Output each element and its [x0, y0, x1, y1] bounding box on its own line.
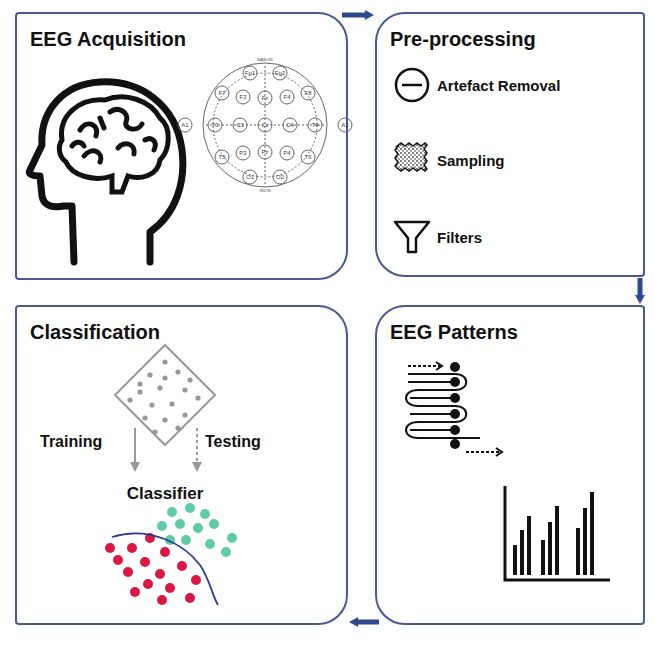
step-label: Artefact Removal [437, 78, 560, 93]
sequence-dots [450, 362, 460, 449]
landmark-label: NASION [257, 58, 272, 62]
sequence-icon [406, 362, 502, 456]
electrode-label: A1 [181, 122, 188, 128]
stage-panel: Pre-processing [375, 12, 645, 277]
split-label: Training [40, 434, 102, 450]
electrode-label: T4 [311, 122, 318, 128]
panel-title: Pre-processing [390, 28, 536, 51]
data-diamond [115, 345, 215, 445]
split-arrows [130, 428, 202, 472]
electrode-label: C3 [236, 122, 244, 128]
classifier-label: Classifier [127, 485, 204, 502]
electrode-label: T3 [211, 122, 218, 128]
bar-chart [505, 486, 610, 580]
electrode-label: O1 [246, 174, 254, 180]
step-label: Filters [437, 230, 482, 245]
brain-icon [59, 97, 168, 192]
electrode-label: F3 [239, 94, 246, 100]
stage-panel: EEG Acquisition [15, 12, 348, 280]
funnel-icon [395, 222, 429, 252]
flow-arrow [349, 617, 379, 627]
electrode-label: O2 [276, 174, 284, 180]
stage-panel: Classification [15, 305, 348, 625]
stage-panel: EEG Patterns [375, 305, 645, 625]
split-label: Testing [205, 434, 261, 450]
minus-icon [396, 69, 428, 101]
step-label: Sampling [437, 153, 505, 168]
electrode-label: P3 [239, 150, 246, 156]
electrode-map [178, 63, 352, 187]
electrode-label: F8 [304, 90, 311, 96]
electrode-label: Fp2 [275, 70, 285, 76]
electrode-label: T6 [304, 154, 311, 160]
panel-title: EEG Patterns [390, 321, 518, 344]
class-dots [105, 503, 237, 605]
panel-title: EEG Acquisition [30, 28, 186, 51]
electrode-label: Cz [261, 122, 268, 128]
head-icon [29, 82, 182, 262]
electrode-label: A2 [341, 122, 348, 128]
panel-title: Classification [30, 321, 160, 344]
electrode-label: Fp1 [245, 70, 255, 76]
electrode-label: P4 [283, 150, 290, 156]
electrode-label: Fz [262, 95, 269, 101]
landmark-label: INION [259, 189, 270, 193]
electrode-label: T5 [218, 154, 225, 160]
flow-arrow [635, 278, 645, 304]
decision-boundary [112, 533, 218, 605]
electrode-label: Pz [261, 149, 268, 155]
flow-arrow [342, 10, 374, 20]
sampling-icon [395, 143, 427, 171]
electrode-label: F7 [218, 90, 225, 96]
electrode-label: C4 [286, 122, 294, 128]
electrode-label: F4 [283, 94, 290, 100]
